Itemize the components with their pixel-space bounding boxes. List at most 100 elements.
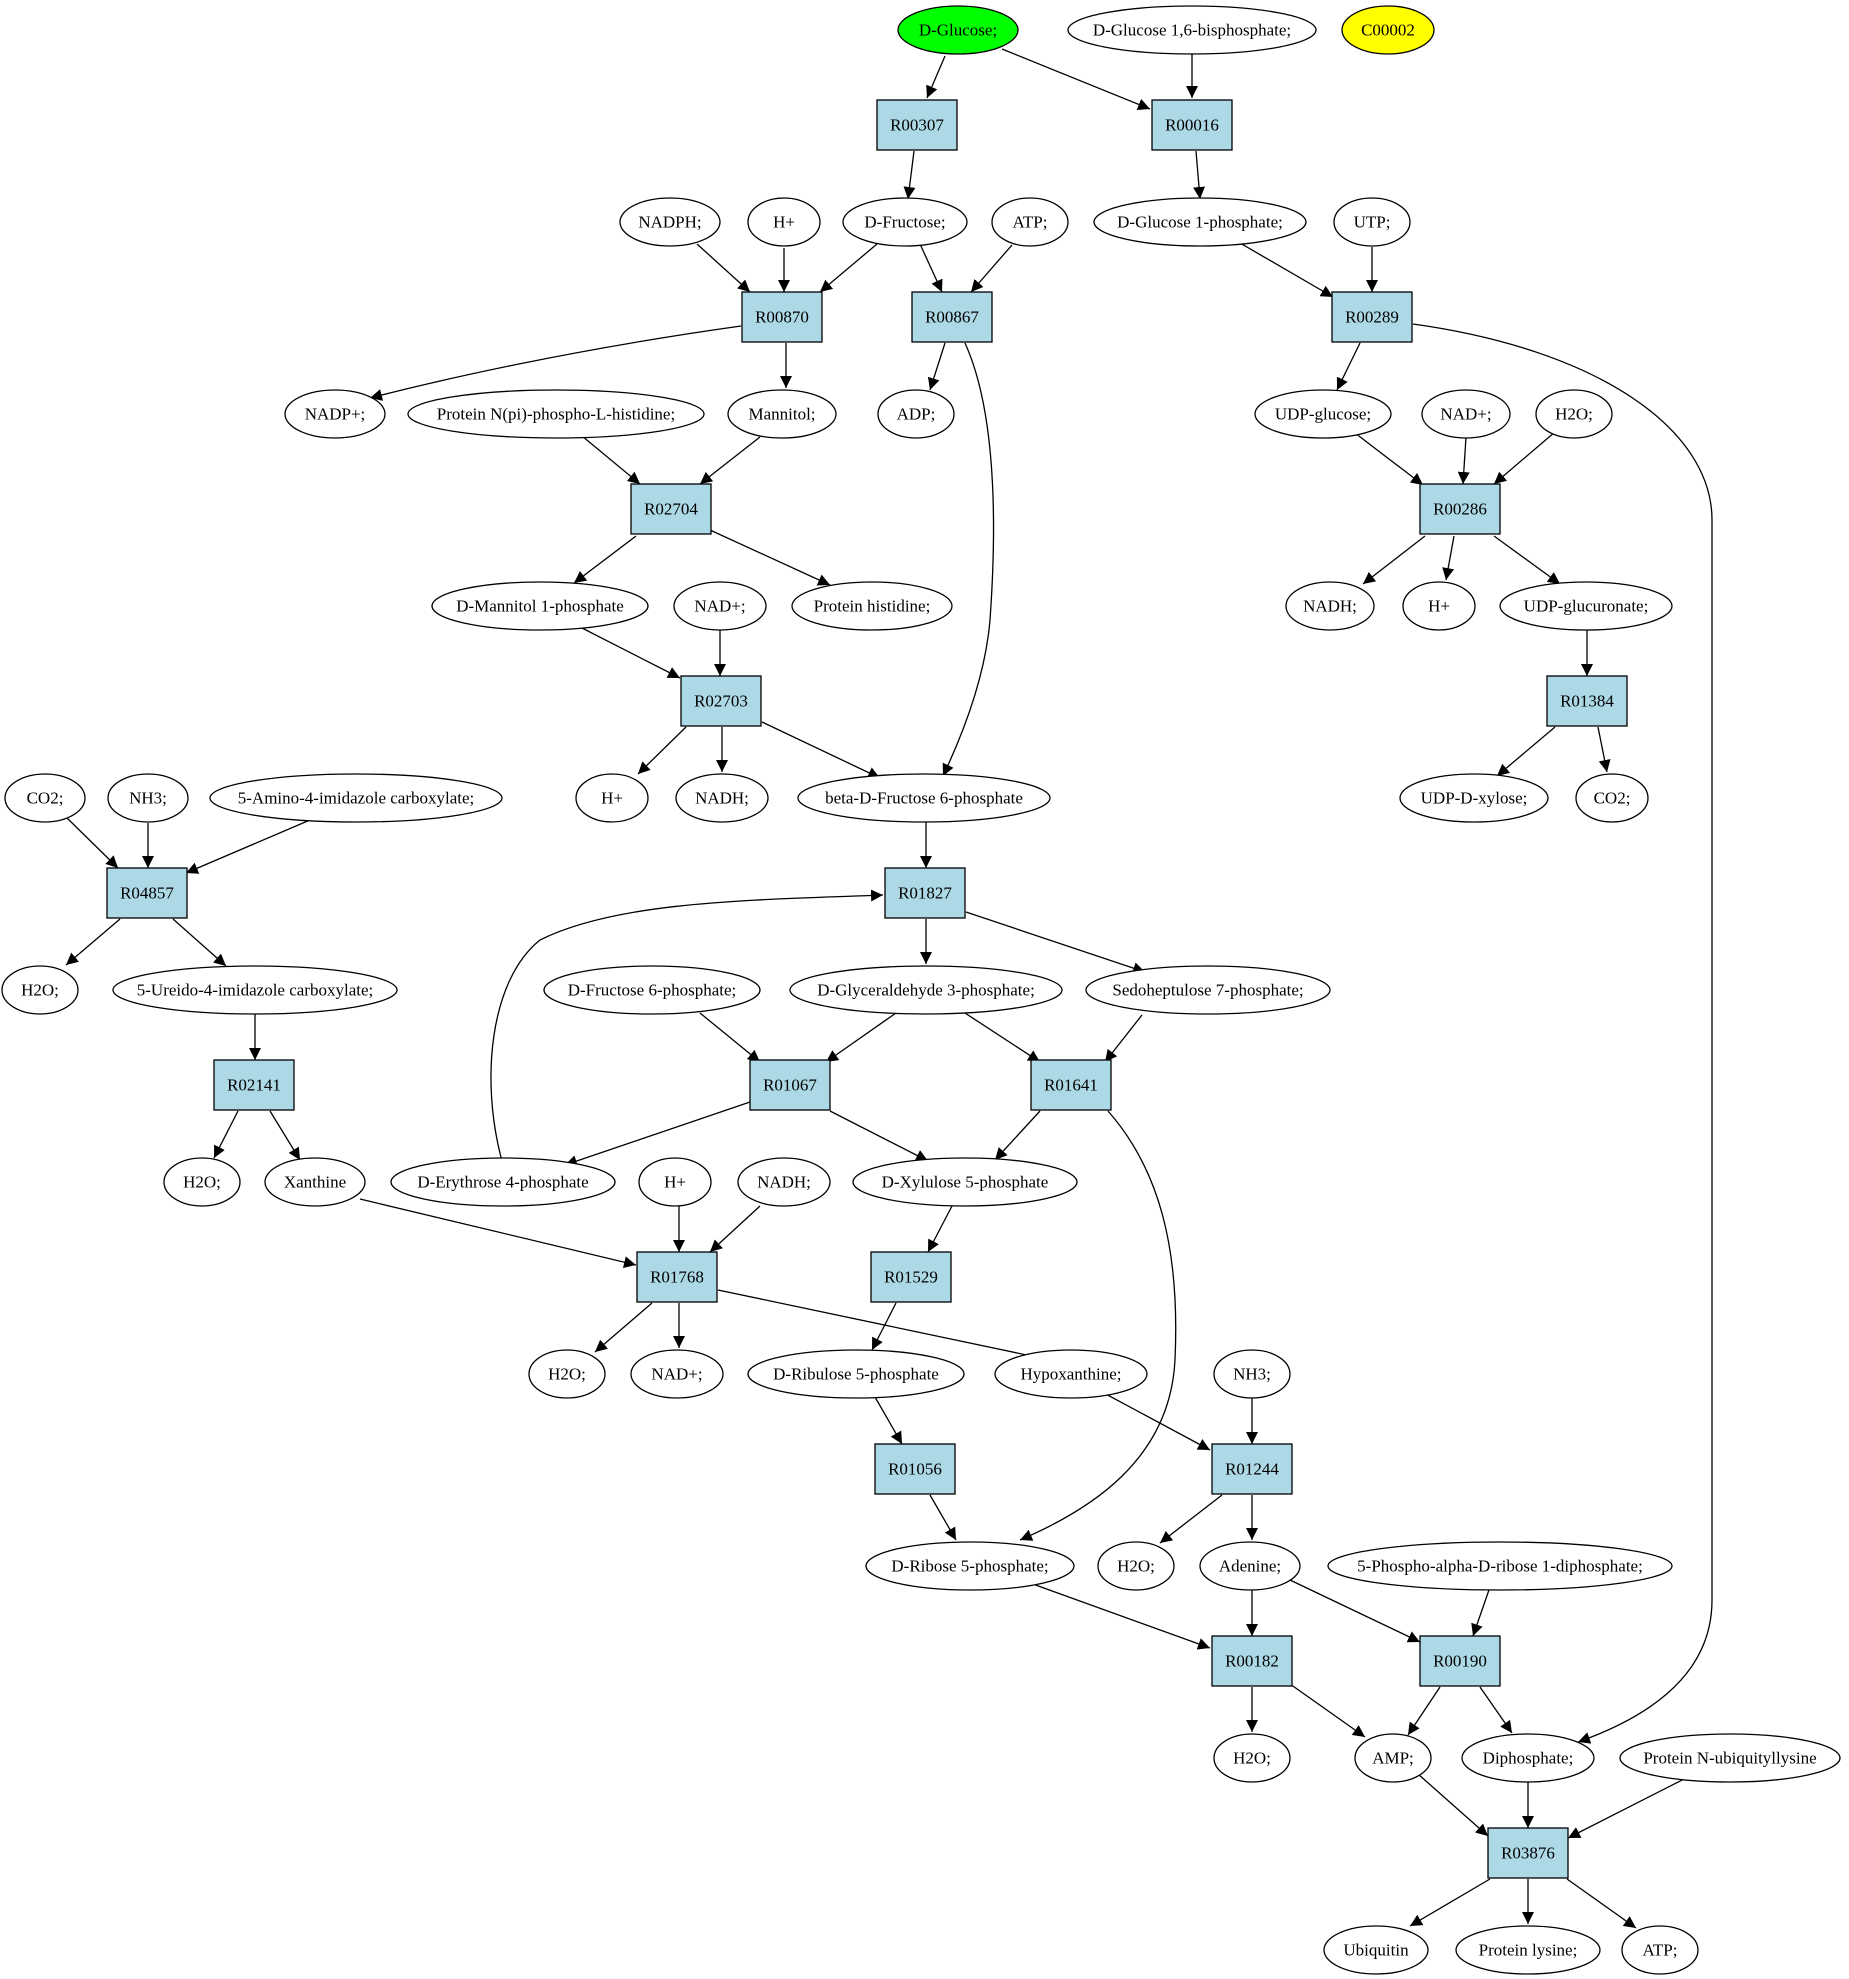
edge-r01529-dru5p <box>871 1302 897 1351</box>
compound-node[interactable]: NH3; <box>107 773 189 823</box>
compound-node[interactable]: H2O; <box>1213 1733 1291 1783</box>
reaction-node[interactable]: R01768 <box>636 1251 718 1303</box>
compound-node[interactable]: H2O; <box>163 1157 241 1207</box>
compound-node[interactable]: Protein N(pi)-phospho-L-histidine; <box>407 389 705 439</box>
reaction-label: R00870 <box>755 308 809 327</box>
edge-r01244-h2o5 <box>1159 1494 1223 1544</box>
compound-node[interactable]: H2O; <box>1535 389 1613 439</box>
compound-node[interactable]: H+ <box>747 197 821 247</box>
edge-nad1-r00286 <box>1457 436 1470 485</box>
compound-node[interactable]: H2O; <box>1097 1541 1175 1591</box>
edge-r01384-co2b <box>1597 726 1611 773</box>
compound-node[interactable]: D-Glyceraldehyde 3-phosphate; <box>789 965 1063 1015</box>
compound-node[interactable]: NADH; <box>675 773 769 823</box>
compound-label: CO2; <box>27 789 64 808</box>
reaction-node[interactable]: R00182 <box>1211 1635 1293 1687</box>
compound-node[interactable]: 5-Amino-4-imidazole carboxylate; <box>209 773 503 823</box>
compound-node[interactable]: Ubiquitin <box>1323 1925 1429 1975</box>
reaction-node[interactable]: R01529 <box>870 1251 952 1303</box>
compound-node[interactable]: D-Erythrose 4-phosphate <box>390 1157 616 1207</box>
reaction-node[interactable]: R04857 <box>106 867 188 919</box>
compound-node[interactable]: D-Fructose; <box>842 197 968 247</box>
compound-node[interactable]: D-Xylulose 5-phosphate <box>852 1157 1078 1207</box>
compound-node[interactable]: Diphosphate; <box>1461 1733 1595 1783</box>
compound-node[interactable]: H2O; <box>1 965 79 1015</box>
reaction-node[interactable]: R01827 <box>884 867 966 919</box>
reaction-node[interactable]: R01384 <box>1546 675 1628 727</box>
compound-node[interactable]: beta-D-Fructose 6-phosphate <box>797 773 1051 823</box>
reaction-node[interactable]: R00870 <box>741 291 823 343</box>
compound-node[interactable]: CO2; <box>4 773 86 823</box>
reaction-node[interactable]: R02703 <box>680 675 762 727</box>
edge-r01768-hypoxanthine <box>717 1289 1061 1366</box>
edge-r00286-udpglcur <box>1493 535 1561 585</box>
edge-dx5p-r01529 <box>927 1205 953 1253</box>
compound-node[interactable]: H+ <box>638 1157 712 1207</box>
compound-node[interactable]: NAD+; <box>630 1349 724 1399</box>
compound-node[interactable]: 5-Ureido-4-imidazole carboxylate; <box>112 965 398 1015</box>
edge-dg3p-r01067 <box>825 1012 897 1063</box>
edge-mannitol-r02704 <box>699 436 761 485</box>
compound-node[interactable]: ADP; <box>877 389 955 439</box>
compound-node[interactable]: D-Fructose 6-phosphate; <box>543 965 761 1015</box>
reaction-node[interactable]: R00867 <box>911 291 993 343</box>
compound-label: NADPH; <box>638 213 701 232</box>
compound-node[interactable]: H+ <box>575 773 649 823</box>
compound-node[interactable]: 5-Phospho-alpha-D-ribose 1-diphosphate; <box>1327 1541 1673 1591</box>
reaction-node[interactable]: R01056 <box>874 1443 956 1495</box>
compound-node[interactable]: Adenine; <box>1199 1541 1301 1591</box>
compound-node[interactable]: NH3; <box>1213 1349 1291 1399</box>
reaction-node[interactable]: R00289 <box>1331 291 1413 343</box>
compound-node[interactable]: D-Glucose; <box>897 5 1019 55</box>
compound-node[interactable]: NADH; <box>737 1157 831 1207</box>
compound-label: C00002 <box>1361 21 1415 40</box>
compound-node[interactable]: NAD+; <box>1421 389 1511 439</box>
compound-node[interactable]: D-Ribulose 5-phosphate <box>747 1349 965 1399</box>
reaction-node[interactable]: R00016 <box>1151 99 1233 151</box>
compound-node[interactable]: Mannitol; <box>727 389 837 439</box>
edge-r00286-hplus2 <box>1442 535 1455 581</box>
compound-node[interactable]: UDP-glucuronate; <box>1499 581 1673 631</box>
compound-node[interactable]: D-Ribose 5-phosphate; <box>865 1541 1075 1591</box>
compound-node[interactable]: NADH; <box>1285 581 1375 631</box>
reaction-node[interactable]: R02704 <box>630 483 712 535</box>
compound-node[interactable]: H+ <box>1402 581 1476 631</box>
compound-node[interactable]: H2O; <box>528 1349 606 1399</box>
compound-node[interactable]: D-Glucose 1-phosphate; <box>1093 197 1307 247</box>
reaction-node[interactable]: R00307 <box>876 99 958 151</box>
compound-node[interactable]: NAD+; <box>673 581 767 631</box>
compound-node[interactable]: Protein N-ubiquityllysine <box>1619 1733 1841 1783</box>
compound-label: H+ <box>664 1173 686 1192</box>
compound-node[interactable]: Protein lysine; <box>1455 1925 1601 1975</box>
compound-node[interactable]: Hypoxanthine; <box>994 1349 1148 1399</box>
reaction-node[interactable]: R03876 <box>1487 1827 1569 1879</box>
compound-node[interactable]: Xanthine <box>264 1157 366 1207</box>
edge-r01067-dx5p <box>829 1110 929 1162</box>
reaction-node[interactable]: R00190 <box>1419 1635 1501 1687</box>
compound-node[interactable]: Sedoheptulose 7-phosphate; <box>1085 965 1331 1015</box>
compound-node[interactable]: D-Mannitol 1-phosphate <box>431 581 649 631</box>
edge-dglc1p-r00289 <box>1239 242 1334 298</box>
reaction-node[interactable]: R01641 <box>1030 1059 1112 1111</box>
edge-r03876-ubiquitin <box>1409 1878 1491 1927</box>
edge-xanthine-r01768 <box>359 1198 637 1269</box>
edge-amp-r03876 <box>1417 1773 1489 1837</box>
reaction-node[interactable]: R00286 <box>1419 483 1501 535</box>
compound-node[interactable]: NADP+; <box>284 389 386 439</box>
compound-node[interactable]: Protein histidine; <box>791 581 953 631</box>
reaction-node[interactable]: R01067 <box>749 1059 831 1111</box>
compound-node[interactable]: D-Glucose 1,6-bisphosphate; <box>1067 5 1317 55</box>
compound-node[interactable]: UDP-D-xylose; <box>1399 773 1549 823</box>
compound-node[interactable]: NADPH; <box>619 197 721 247</box>
compound-label: AMP; <box>1372 1749 1414 1768</box>
compound-node[interactable]: C00002 <box>1341 5 1435 55</box>
reaction-node[interactable]: R01244 <box>1211 1443 1293 1495</box>
compound-node[interactable]: ATP; <box>1621 1925 1699 1975</box>
compound-node[interactable]: CO2; <box>1575 773 1649 823</box>
compound-node[interactable]: AMP; <box>1354 1733 1432 1783</box>
compound-label: H+ <box>601 789 623 808</box>
compound-node[interactable]: ATP; <box>991 197 1069 247</box>
reaction-node[interactable]: R02141 <box>213 1059 295 1111</box>
compound-node[interactable]: UDP-glucose; <box>1254 389 1392 439</box>
compound-node[interactable]: UTP; <box>1333 197 1411 247</box>
